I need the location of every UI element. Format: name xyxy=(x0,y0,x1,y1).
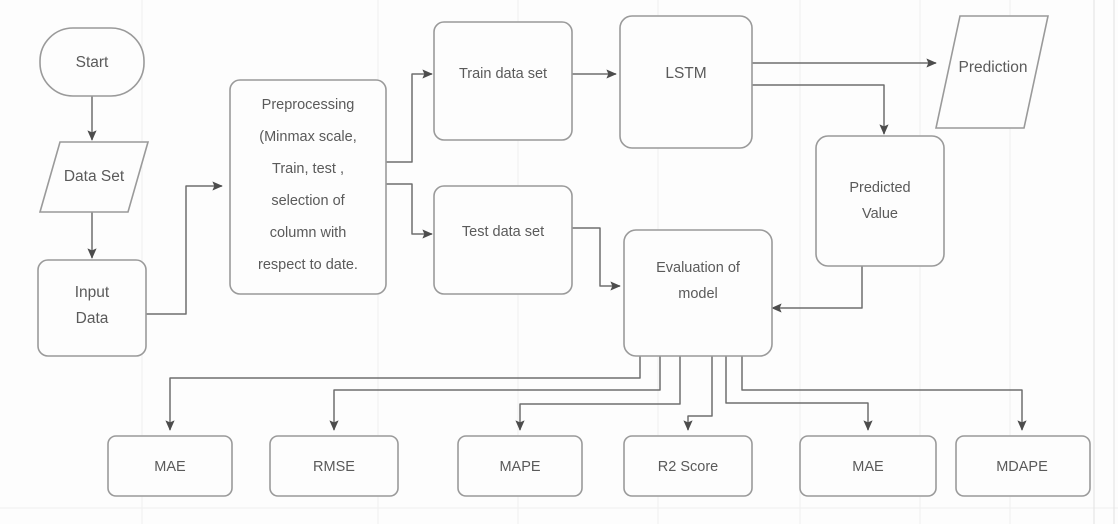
metric-label: MAPE xyxy=(499,459,540,475)
node-input-data-label-line2: Data xyxy=(76,310,109,327)
edge-evaluation-to-rmse xyxy=(329,356,661,431)
node-train-data-set-label: Train data set xyxy=(459,66,547,82)
edge-preprocessing-to-test xyxy=(386,183,433,239)
node-preprocessing-line-2: (Minmax scale, xyxy=(259,129,357,145)
node-test-data-set-label: Test data set xyxy=(462,224,544,240)
node-predicted-value[interactable]: Predicted Value xyxy=(815,135,945,267)
node-metric-mdape[interactable]: MDAPE xyxy=(955,435,1091,497)
metric-label: MAE xyxy=(852,459,884,475)
edge-evaluation-to-mape xyxy=(515,356,681,431)
edge-evaluation-to-mae1 xyxy=(165,356,641,431)
node-evaluation-label-line2: model xyxy=(678,286,718,302)
node-data-set-label: Data Set xyxy=(64,168,125,185)
edge-test-to-evaluation xyxy=(572,227,621,291)
node-lstm[interactable]: LSTM xyxy=(619,15,753,149)
edge-evaluation-to-mae2 xyxy=(725,356,873,431)
node-lstm-label: LSTM xyxy=(665,65,706,82)
node-metric-rmse[interactable]: RMSE xyxy=(269,435,399,497)
node-prediction[interactable]: Prediction xyxy=(935,15,1049,129)
node-metric-mae-2[interactable]: MAE xyxy=(799,435,937,497)
node-predicted-value-label-line2: Value xyxy=(862,206,898,222)
edge-input-to-preprocessing xyxy=(146,181,223,315)
edge-evaluation-to-r2 xyxy=(683,356,713,431)
node-start-label: Start xyxy=(76,54,109,71)
edge-evaluation-to-mdape xyxy=(741,356,1027,431)
node-train-data-set[interactable]: Train data set xyxy=(433,21,573,141)
node-metric-mape[interactable]: MAPE xyxy=(457,435,583,497)
edges xyxy=(87,58,1027,431)
node-preprocessing-line-3: Train, test , xyxy=(272,161,344,177)
node-evaluation-label-line1: Evaluation of xyxy=(656,260,741,276)
node-evaluation-of-model[interactable]: Evaluation of model xyxy=(623,229,773,357)
edge-lstm-to-predicted-value xyxy=(752,84,889,135)
node-data-set[interactable]: Data Set xyxy=(38,141,150,213)
node-prediction-label: Prediction xyxy=(959,59,1028,76)
edge-preprocessing-to-train xyxy=(386,69,433,163)
metric-label: MAE xyxy=(154,459,186,475)
node-preprocessing-line-4: selection of xyxy=(271,193,345,209)
node-start[interactable]: Start xyxy=(39,27,145,97)
node-preprocessing-line-1: Preprocessing xyxy=(262,97,355,113)
node-test-data-set[interactable]: Test data set xyxy=(433,185,573,295)
metric-label: R2 Score xyxy=(658,459,718,475)
node-metric-r2-score[interactable]: R2 Score xyxy=(623,435,753,497)
node-predicted-value-label-line1: Predicted xyxy=(849,180,910,196)
edge-predicted-value-to-evaluation xyxy=(771,266,863,313)
node-input-data[interactable]: Input Data xyxy=(37,259,147,357)
node-preprocessing-line-6: respect to date. xyxy=(258,257,358,273)
metric-label: MDAPE xyxy=(996,459,1048,475)
node-input-data-label-line1: Input xyxy=(75,284,110,301)
metric-label: RMSE xyxy=(313,459,355,475)
node-preprocessing[interactable]: Preprocessing (Minmax scale, Train, test… xyxy=(229,79,387,295)
node-preprocessing-line-5: column with xyxy=(270,225,347,241)
node-metric-mae-1[interactable]: MAE xyxy=(107,435,233,497)
